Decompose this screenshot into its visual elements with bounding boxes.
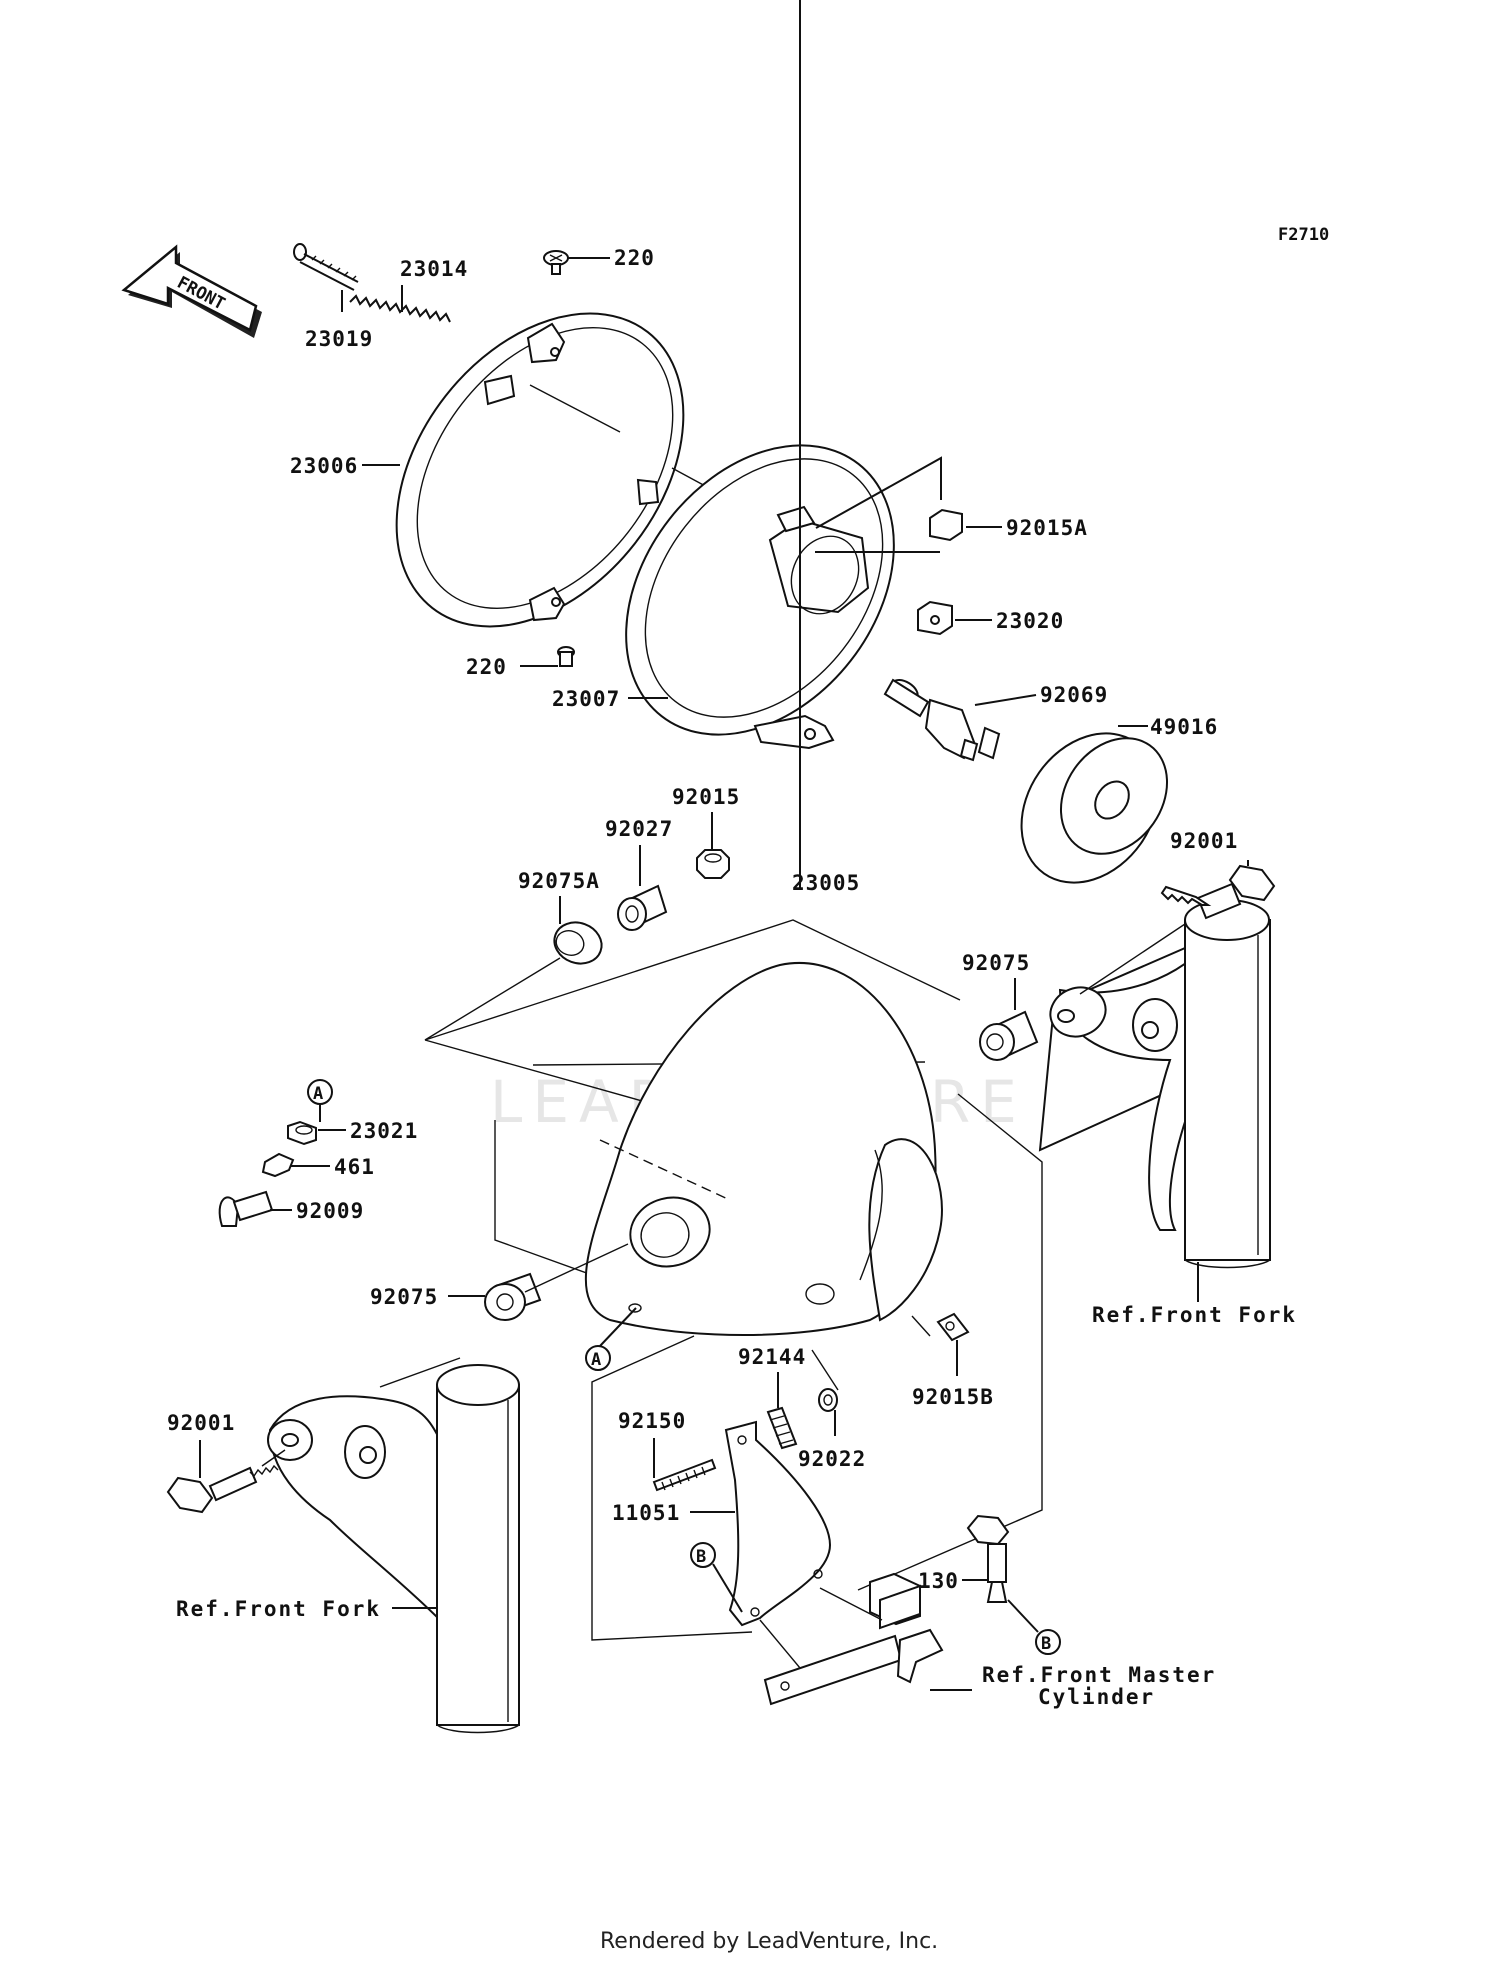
- bolt-92009: [218, 1190, 292, 1227]
- label-92144: 92144: [738, 1345, 806, 1369]
- grommet-92075-left: [448, 1243, 629, 1321]
- label-23021: 23021: [350, 1119, 418, 1143]
- grommet-92075A: [553, 896, 603, 965]
- bulb-92069: [883, 678, 1037, 762]
- ref-front-fork-left: Ref.Front Fork: [176, 1597, 381, 1621]
- ref-master-cylinder-line2: Cylinder: [1038, 1685, 1155, 1709]
- rim-23006: [362, 312, 685, 628]
- label-130: 130: [918, 1569, 959, 1593]
- label-92027: 92027: [605, 817, 673, 841]
- svg-text:A: A: [591, 1350, 601, 1370]
- figure-code: F2710: [1278, 225, 1329, 245]
- washer-92022: [811, 1349, 839, 1436]
- callout-a-lower: A: [585, 1307, 637, 1371]
- front-fork-right: [1038, 899, 1271, 1302]
- callout-b-right: B: [1035, 1629, 1061, 1655]
- label-92015: 92015: [672, 785, 740, 809]
- label-92001-left: 92001: [167, 1411, 235, 1435]
- ref-front-fork-right: Ref.Front Fork: [1092, 1303, 1297, 1327]
- label-220-bottom: 220: [466, 655, 507, 679]
- housing-23005: [584, 962, 943, 1336]
- label-23014: 23014: [400, 257, 468, 281]
- nut-92015: [696, 812, 730, 879]
- front-fork-left: [267, 1357, 520, 1734]
- nut-92015B: [911, 1312, 970, 1376]
- screw-220-bottom: [520, 646, 575, 667]
- collar-92027: [617, 845, 668, 931]
- label-92009: 92009: [296, 1199, 364, 1223]
- label-23019: 23019: [305, 327, 373, 351]
- front-arrow-icon: FRONT: [121, 244, 262, 338]
- label-92075A: 92075A: [518, 869, 600, 893]
- stud-92144: [766, 1372, 798, 1450]
- cap-49016: [1020, 725, 1169, 884]
- label-92075-left: 92075: [370, 1285, 438, 1309]
- ref-master-cylinder-line1: Ref.Front Master: [982, 1663, 1216, 1687]
- label-49016: 49016: [1150, 715, 1218, 739]
- spring-23014: [349, 285, 451, 323]
- svg-text:B: B: [696, 1547, 706, 1567]
- label-23007: 23007: [552, 687, 620, 711]
- bolt-92001-left: [166, 1440, 286, 1514]
- label-92015A: 92015A: [1006, 516, 1088, 540]
- grommet-92075-right: [979, 978, 1039, 1061]
- master-cylinder-bracket: [759, 1572, 972, 1706]
- washer-461: [261, 1152, 330, 1178]
- label-23020: 23020: [996, 609, 1064, 633]
- screw-220-top: [543, 250, 610, 275]
- label-92075-right: 92075: [962, 951, 1030, 975]
- label-92150: 92150: [618, 1409, 686, 1433]
- bracket-11051: [690, 1420, 832, 1627]
- nut-23021: [287, 1120, 346, 1146]
- label-92015B: 92015B: [912, 1385, 994, 1409]
- label-92022: 92022: [798, 1447, 866, 1471]
- nut-92015A: [929, 508, 1002, 542]
- bolt-92001-right: [1160, 860, 1276, 920]
- reflector-23007: [625, 444, 942, 750]
- footer-credit: Rendered by LeadVenture, Inc.: [600, 1929, 938, 1954]
- svg-text:A: A: [313, 1084, 323, 1104]
- label-92001-right: 92001: [1170, 829, 1238, 853]
- label-92069: 92069: [1040, 683, 1108, 707]
- callout-b-left: B: [690, 1542, 743, 1613]
- label-23006: 23006: [290, 454, 358, 478]
- callout-a-upper: A: [307, 1079, 333, 1122]
- label-23005: 23005: [792, 871, 860, 895]
- screw-92150: [652, 1438, 717, 1492]
- label-11051: 11051: [612, 1501, 680, 1525]
- label-220-top: 220: [614, 246, 655, 270]
- bolt-130: [962, 1514, 1039, 1633]
- svg-text:B: B: [1041, 1634, 1051, 1654]
- nut-23020: [917, 600, 992, 636]
- screw-23019: [293, 243, 359, 312]
- label-461: 461: [334, 1155, 375, 1179]
